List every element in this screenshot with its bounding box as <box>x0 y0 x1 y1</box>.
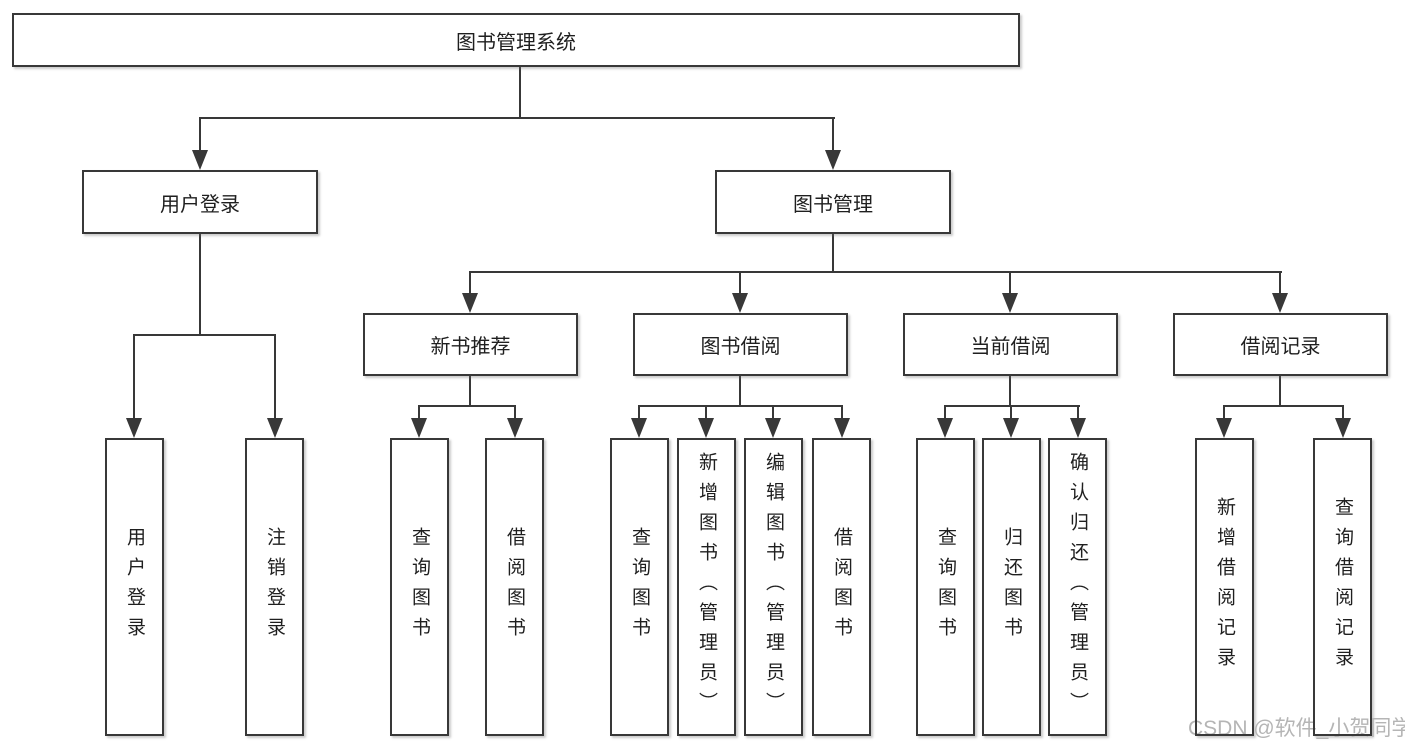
leaf-label: 查询图书 <box>409 527 430 647</box>
arrow-down-icon <box>462 293 478 313</box>
connector-book-borrow-drop-4 <box>841 405 843 420</box>
connector-root-drop-user-login <box>199 117 201 153</box>
connector-book-borrow-drop-3 <box>772 405 774 420</box>
leaf-query-borrow-record: 查询借阅记录 <box>1313 438 1372 736</box>
node-current-borrowing: 当前借阅 <box>903 313 1118 376</box>
leaf-query-books-borrowing: 查询图书 <box>610 438 669 736</box>
connector-borrow-records-trunk <box>1279 376 1281 407</box>
connector-book-borrow-drop-1 <box>638 405 640 420</box>
connector-book-management-split <box>469 271 1282 273</box>
watermark-text: CSDN @软件_小贺同学 <box>1188 717 1405 740</box>
connector-current-borrow-drop-2 <box>1010 405 1012 420</box>
node-user-login: 用户登录 <box>82 170 318 234</box>
node-book-borrowing: 图书借阅 <box>633 313 848 376</box>
arrow-down-icon <box>834 418 850 438</box>
arrow-down-icon <box>825 150 841 170</box>
connector-user-login-split <box>133 334 276 336</box>
leaf-label: 查询借阅记录 <box>1332 497 1353 677</box>
connector-drop-book-borrow <box>739 271 741 295</box>
connector-user-login-trunk <box>199 234 201 336</box>
arrow-down-icon <box>937 418 953 438</box>
connector-borrow-records-split <box>1223 405 1344 407</box>
leaf-label: 归还图书 <box>1001 527 1022 647</box>
node-label: 当前借阅 <box>970 336 1051 358</box>
arrow-down-icon <box>631 418 647 438</box>
connector-root-drop-book-management <box>832 117 834 153</box>
connector-book-management-trunk <box>832 234 834 273</box>
connector-user-login-drop-2 <box>274 334 276 420</box>
arrow-down-icon <box>1003 418 1019 438</box>
arrow-down-icon <box>1272 293 1288 313</box>
leaf-add-borrow-record: 新增借阅记录 <box>1195 438 1254 736</box>
connector-current-borrow-split <box>944 405 1080 407</box>
node-label: 借阅记录 <box>1240 336 1321 358</box>
leaf-label: 借阅图书 <box>504 527 525 647</box>
arrow-down-icon <box>507 418 523 438</box>
leaf-label: 新增图书（管理员） <box>696 452 717 722</box>
node-label: 图书管理 <box>793 193 873 216</box>
connector-book-borrow-split <box>638 405 843 407</box>
node-label: 图书借阅 <box>700 336 781 358</box>
leaf-label: 查询图书 <box>629 527 650 647</box>
connector-current-borrow-drop-3 <box>1077 405 1079 420</box>
connector-drop-borrow-records <box>1279 271 1281 295</box>
leaf-label: 确认归还（管理员） <box>1067 452 1088 722</box>
node-new-book-recommendation: 新书推荐 <box>363 313 578 376</box>
arrow-down-icon <box>1335 418 1351 438</box>
connector-current-borrow-trunk <box>1009 376 1011 407</box>
arrow-down-icon <box>732 293 748 313</box>
node-book-management: 图书管理 <box>715 170 951 234</box>
leaf-label: 注销登录 <box>264 527 285 647</box>
leaf-add-books-admin: 新增图书（管理员） <box>677 438 736 736</box>
leaf-label: 借阅图书 <box>831 527 852 647</box>
connector-book-borrow-trunk <box>739 376 741 407</box>
leaf-return-books: 归还图书 <box>982 438 1041 736</box>
arrow-down-icon <box>267 418 283 438</box>
connector-new-book-drop-2 <box>514 405 516 420</box>
connector-new-book-split <box>418 405 516 407</box>
arrow-down-icon <box>411 418 427 438</box>
node-label: 用户登录 <box>160 193 240 216</box>
arrow-down-icon <box>192 150 208 170</box>
connector-borrow-records-drop-2 <box>1342 405 1344 420</box>
leaf-label: 编辑图书（管理员） <box>763 452 784 722</box>
connector-book-borrow-drop-2 <box>705 405 707 420</box>
connector-drop-current-borrow <box>1009 271 1011 295</box>
node-label: 图书管理系统 <box>456 31 576 54</box>
leaf-user-login: 用户登录 <box>105 438 164 736</box>
connector-root-split <box>199 117 835 119</box>
arrow-down-icon <box>698 418 714 438</box>
leaf-label: 用户登录 <box>124 527 145 647</box>
leaf-query-books-recommend: 查询图书 <box>390 438 449 736</box>
leaf-label: 查询图书 <box>935 527 956 647</box>
arrow-down-icon <box>1002 293 1018 313</box>
leaf-borrow-books-borrowing: 借阅图书 <box>812 438 871 736</box>
leaf-borrow-books-recommend: 借阅图书 <box>485 438 544 736</box>
node-borrowing-records: 借阅记录 <box>1173 313 1388 376</box>
arrow-down-icon <box>765 418 781 438</box>
connector-user-login-drop-1 <box>133 334 135 420</box>
leaf-label: 新增借阅记录 <box>1214 497 1235 677</box>
connector-new-book-trunk <box>469 376 471 407</box>
node-library-management-system: 图书管理系统 <box>12 13 1020 67</box>
connector-borrow-records-drop-1 <box>1223 405 1225 420</box>
connector-drop-new-book <box>469 271 471 295</box>
arrow-down-icon <box>1070 418 1086 438</box>
node-label: 新书推荐 <box>430 336 511 358</box>
arrow-down-icon <box>1216 418 1232 438</box>
leaf-edit-books-admin: 编辑图书（管理员） <box>744 438 803 736</box>
connector-root-trunk <box>519 66 521 118</box>
arrow-down-icon <box>126 418 142 438</box>
leaf-query-books-current: 查询图书 <box>916 438 975 736</box>
leaf-logout: 注销登录 <box>245 438 304 736</box>
connector-new-book-drop-1 <box>418 405 420 420</box>
leaf-confirm-return-admin: 确认归还（管理员） <box>1048 438 1107 736</box>
connector-current-borrow-drop-1 <box>944 405 946 420</box>
